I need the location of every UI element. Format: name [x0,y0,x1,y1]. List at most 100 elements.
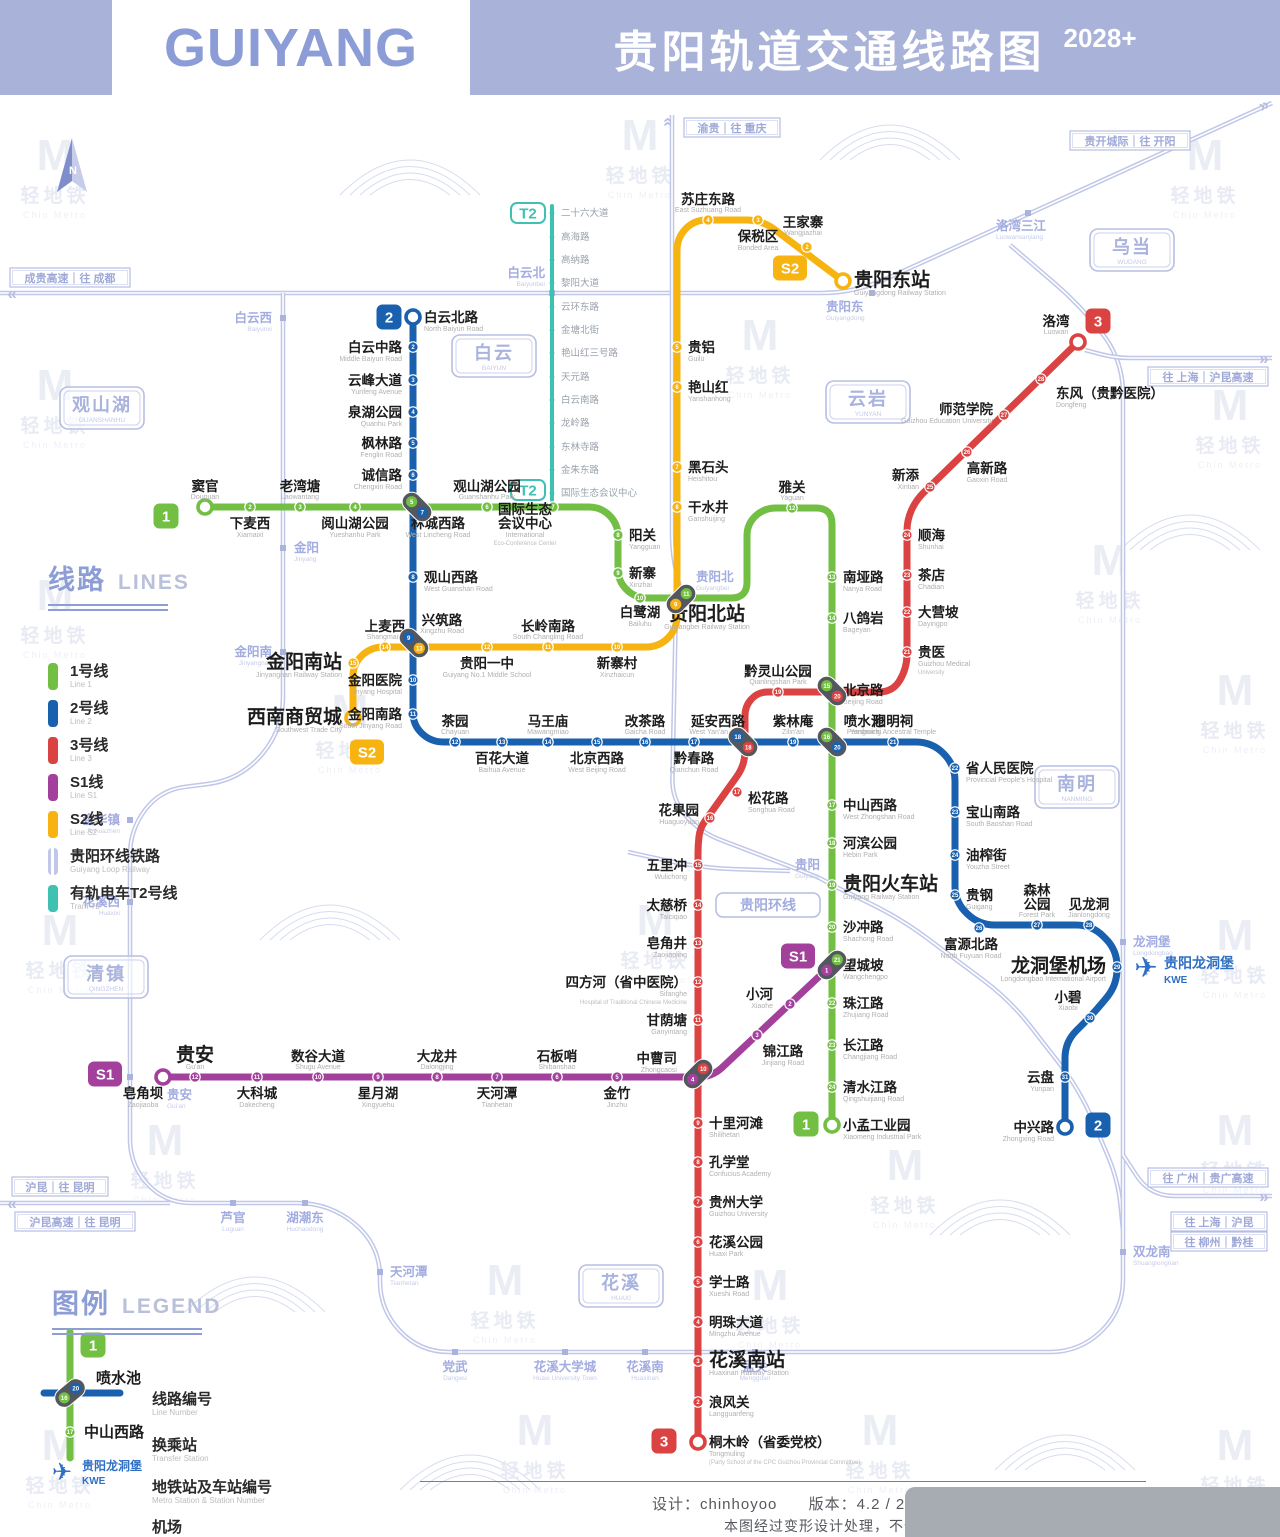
text: 贵钢 [966,887,993,903]
station-dot [551,1071,563,1083]
text: Chin Metro [133,1195,197,1205]
transfer-line-dot [821,680,833,692]
tram-station-dot [549,280,555,286]
text: 改茶路 [625,713,666,729]
station-dot [826,879,838,891]
station-dot [547,501,559,513]
text: 轻地铁 [735,1314,804,1337]
text: M [37,571,74,620]
station-dot [407,341,419,353]
text: 花溪公园 [709,1234,763,1250]
text: 中山西路 [843,797,897,813]
text: 轻地铁 [20,184,89,207]
route-destination-box: 往 上海｜沪昆 [1170,1211,1268,1232]
rect [67,959,145,995]
metro-line-s1: 皂角坝Zaojiaoba12贵安Gu'an11大科城Dakecheng10数谷大… [88,943,836,1109]
text: 贵铝 [688,339,715,355]
metro-line-path [409,313,1121,1131]
station: 3 [752,214,764,226]
station-dot [901,569,913,581]
station: 25 [949,889,961,901]
direction-chevron: » [1259,1187,1268,1206]
station: 26 [973,922,985,934]
text: 黔春路 [674,750,715,766]
text: 明珠大道 [709,1314,763,1330]
text: 松花路 [748,790,789,806]
text: Baihua Avenue [479,767,526,774]
tram-station-label: 二十六大道 [561,207,609,219]
station-number: 28 [1086,923,1093,929]
text: Xiaobi [1058,1005,1078,1012]
loop-station-tick [869,290,875,296]
station-dot [671,381,683,393]
text: Dakecheng [239,1102,275,1109]
rect [1147,1167,1269,1188]
terminus-station-dot [689,1433,707,1451]
text: BAIYUN [482,365,507,372]
station-dot [491,1071,503,1083]
loop-railway-track-core [0,102,1273,294]
station-number: 8 [435,1075,439,1081]
loop-railway-track-core [671,603,1124,1231]
transfer-station-number: 9 [674,603,678,609]
station: 7 [671,461,683,473]
text: 南垭路 [843,569,884,585]
text: South Baoshan Road [966,821,1033,828]
station-label: 桐木岭（省委党校）Tongmuling(Party School of the … [709,1434,860,1466]
text: Tongmuling [709,1451,745,1458]
loop-station-label-en: Longdongbao [1133,950,1173,957]
text: South Jinyang Road [339,723,402,730]
loop-station-label: 花溪西 [82,894,120,909]
tram-station-dot [549,444,555,450]
text: 沪昆高速｜往 昆明 [29,1215,120,1229]
transfer-line-dot [831,741,843,753]
station-number: 9 [616,571,620,577]
station: 3 [407,374,419,386]
text: Chin Metro [738,1340,802,1350]
bottom-right-gray-panel [905,1487,1280,1537]
text: Chin Metro [318,765,382,775]
station-number: 13 [695,941,702,947]
text: 金阳南路 [347,706,402,722]
route-destination-box: 往 广州｜贵广高速 [1147,1167,1269,1188]
text: Qianlingshan Park [749,679,807,686]
text: Bonded Area [738,245,779,252]
station: 24 [949,849,961,861]
loop-station-label-en: Huchaodong [287,1226,324,1233]
station-number: 15 [695,863,702,869]
header-left-block [0,0,112,95]
text: 2 [1094,1118,1102,1135]
text: Shangmaixi [367,634,404,641]
station-dot [1084,1012,1096,1024]
transfer-line-dot [416,506,428,518]
text: 白云 [474,342,514,363]
station: 13 [692,937,704,949]
text: 新寨 [629,565,657,581]
loop-station-label-en: Jinyang [294,556,317,563]
mountain-decoration [339,159,481,196]
station: 8 [407,571,419,583]
rect [63,955,149,999]
station: 2 [244,501,256,513]
path [849,144,931,161]
text: Confucius Academy [709,1171,771,1178]
station: 4 [702,214,714,226]
tram-line-t2: 二十六大道高海路高纳路黎阳大道云环东路金塘北街艳山红三号路天元路白云南路龙岭路东… [510,202,638,502]
